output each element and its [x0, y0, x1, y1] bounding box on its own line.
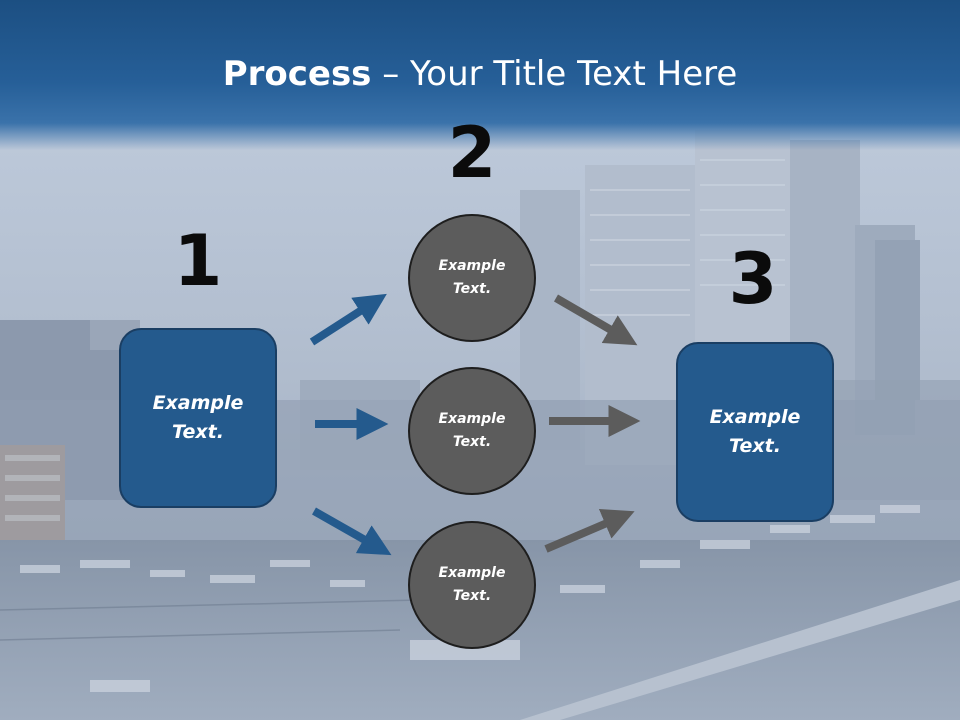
left-box-text: Example Text. [152, 392, 244, 443]
step-number-2: 2 [447, 112, 497, 194]
arrow-left-to-bottom [312, 507, 392, 556]
circle-bottom-text: Example Text. [438, 565, 506, 604]
circle-top-text: Example Text. [438, 258, 506, 297]
circle-node-top[interactable]: Example Text. [408, 214, 536, 342]
slide-title: Process – Your Title Text Here [0, 52, 960, 96]
right-box-text: Example Text. [709, 406, 801, 457]
circle-node-bottom[interactable]: Example Text. [408, 521, 536, 649]
arrow-bottom-to-right [544, 509, 635, 553]
circle-node-middle[interactable]: Example Text. [408, 367, 536, 495]
arrow-left-to-top [309, 293, 387, 346]
step-number-1: 1 [173, 220, 223, 302]
header-band [0, 0, 960, 150]
title-bold-part: Process [222, 54, 372, 94]
left-process-box[interactable]: Example Text. [119, 328, 277, 508]
circle-middle-text: Example Text. [438, 411, 506, 450]
arrow-top-to-right [553, 294, 638, 346]
title-rest-part: – Your Title Text Here [371, 54, 738, 94]
right-process-box[interactable]: Example Text. [676, 342, 834, 522]
step-number-3: 3 [728, 238, 778, 320]
